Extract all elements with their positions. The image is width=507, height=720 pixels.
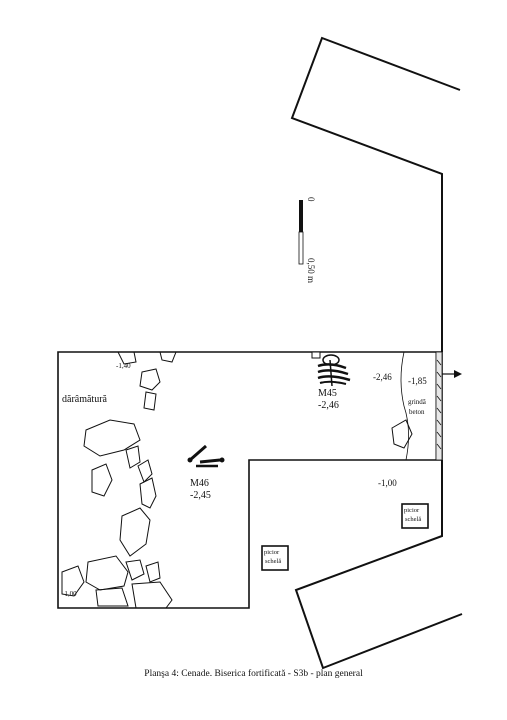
label-daramatura: dărâmătură (62, 394, 108, 405)
stone (139, 368, 161, 391)
stone (83, 419, 141, 457)
stone (145, 561, 161, 583)
label-annex-depth: -1,00 (378, 478, 397, 488)
label-m46-depth: -2,45 (190, 490, 211, 501)
rubble-stones (61, 351, 413, 609)
stone (131, 581, 173, 609)
label-picior-annex-line1: picior (264, 549, 280, 556)
bones-m46 (187, 444, 225, 468)
label-m45-name: M45 (318, 388, 337, 399)
label-m45-depth: -2,46 (318, 400, 339, 411)
scaffold-post-annex (261, 545, 289, 571)
label-m45-side-depth: -2,46 (373, 372, 392, 382)
label-picior-church-line1: picior (404, 507, 420, 514)
label-m46-name: M46 (190, 478, 209, 489)
label-east-depth: -1,85 (408, 376, 427, 386)
stone (85, 555, 129, 591)
stone (391, 419, 413, 449)
stone (117, 351, 137, 365)
label-picior-annex-line2: schelă (265, 558, 281, 565)
stone (91, 463, 113, 497)
stone (159, 351, 177, 363)
scaffold-post-church (401, 503, 429, 529)
skeleton-m45 (311, 351, 351, 387)
church-wall-north (290, 36, 461, 352)
label-grinda-line1: grindă (408, 398, 427, 406)
stone (125, 559, 145, 581)
exit-arrow (442, 370, 462, 378)
church-wall-south (294, 460, 463, 670)
figure-caption: Planşa 4: Cenade. Biserica fortificată -… (144, 669, 363, 679)
label-picior-church-line2: schelă (405, 516, 421, 523)
scale-bar-zero-label: 0 (306, 197, 316, 202)
stone (137, 459, 153, 483)
label-depth-corner-bottom: -1,00 (62, 590, 77, 598)
scale-bar-end-label: 0,50 m (306, 258, 316, 283)
label-depth-corner-top: -1,40 (116, 362, 131, 370)
stone (139, 477, 157, 509)
stone (95, 587, 129, 607)
stone (143, 391, 157, 411)
stone (61, 565, 85, 597)
scale-bar (298, 200, 304, 265)
label-grinda-line2: beton (409, 408, 425, 416)
east-foundation-strip (400, 351, 443, 461)
stone (125, 445, 141, 469)
stone (119, 507, 151, 557)
